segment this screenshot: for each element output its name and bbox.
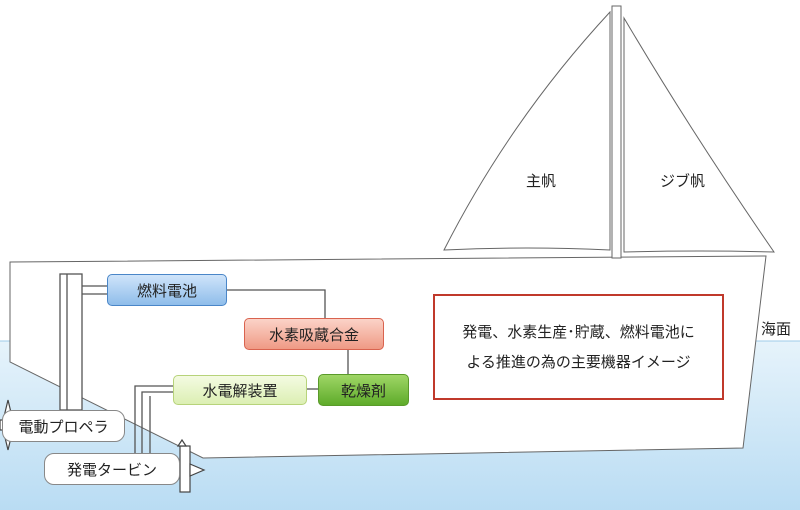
note-line-1: 発電、水素生産･貯蔵、燃料電池に <box>462 323 695 341</box>
turbine-box: 発電タービン <box>44 453 180 485</box>
hydrogen-alloy-box: 水素吸蔵合金 <box>244 318 384 350</box>
electrolyzer-box: 水電解装置 <box>173 375 307 405</box>
jib-sail <box>623 16 775 253</box>
piping-electrolyzer-to-turbine <box>134 385 173 453</box>
jib-sail-label: ジブ帆 <box>660 172 706 190</box>
turbine-icon <box>176 438 206 493</box>
main-sail-label: 主帆 <box>526 172 557 190</box>
sea-level-label: 海面 <box>761 320 792 338</box>
main-sail <box>443 10 611 251</box>
note-box: 発電、水素生産･貯蔵、燃料電池に よる推進の為の主要機器イメージ <box>433 294 724 400</box>
piping-fuel-to-propeller <box>59 273 107 411</box>
desiccant-box: 乾燥剤 <box>318 374 409 406</box>
fuel-cell-box: 燃料電池 <box>107 274 227 306</box>
mast <box>611 5 622 259</box>
electric-propeller-box: 電動プロペラ <box>2 410 125 442</box>
connector-fuel-alloy <box>227 289 326 318</box>
note-line-2: よる推進の為の主要機器イメージ <box>466 353 691 371</box>
